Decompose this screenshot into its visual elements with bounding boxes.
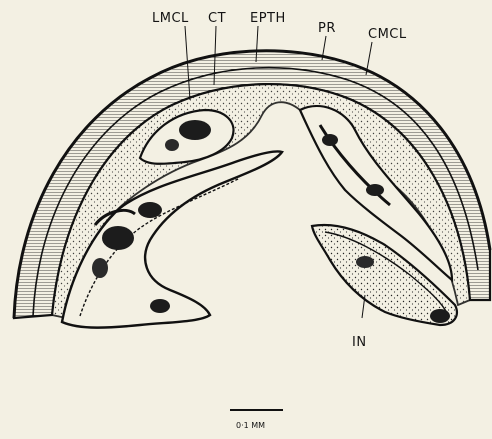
label-ct: CT <box>208 11 226 26</box>
scale-bar-label: 0·1 MM <box>236 421 265 430</box>
label-cmcl: CMCL <box>368 27 407 42</box>
scale-bar: 0·1 MM <box>230 410 283 430</box>
label-lmcl: LMCL <box>152 11 189 26</box>
label-pr: PR <box>318 21 336 36</box>
label-epth: EPTH <box>250 11 286 26</box>
label-in: IN <box>352 335 367 350</box>
